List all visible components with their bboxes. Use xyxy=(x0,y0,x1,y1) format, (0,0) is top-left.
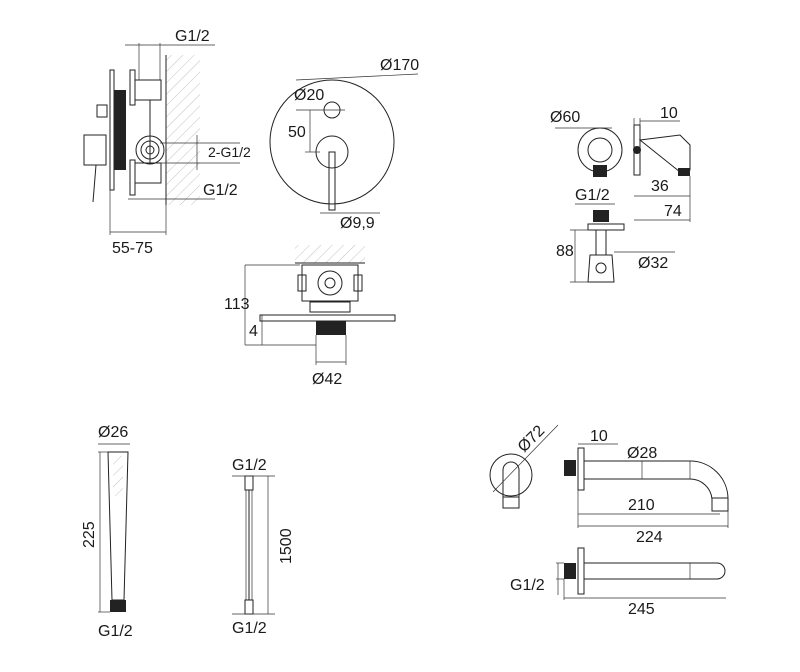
label-outlet-diameter: Ø60 xyxy=(550,109,580,126)
label-straight-length: 245 xyxy=(628,601,655,618)
label-sleeve-diameter: Ø42 xyxy=(312,371,342,388)
label-wall-depth: 55-75 xyxy=(112,240,153,257)
label-shower-length: 225 xyxy=(81,521,98,548)
wall-hatch xyxy=(166,55,200,205)
outlet-circle xyxy=(135,135,165,165)
label-holder-diameter: Ø32 xyxy=(638,255,668,272)
hand-shower: Ø26 225 G1/2 xyxy=(81,424,133,640)
label-top-connection: G1/2 xyxy=(175,28,210,45)
mixer-front-view: Ø170 Ø20 50 Ø9,9 xyxy=(269,57,419,232)
thread-block xyxy=(114,90,126,170)
label-pipe-diameter: Ø28 xyxy=(627,445,657,462)
label-outlet-connections: 2-G1/2 xyxy=(208,144,251,160)
label-plate-diameter: Ø170 xyxy=(380,57,419,74)
label-shower-connection: G1/2 xyxy=(98,623,133,640)
label-knob-offset: 50 xyxy=(288,124,306,141)
spout-rosette xyxy=(489,453,533,497)
sleeve-thread xyxy=(316,321,346,335)
holder-side xyxy=(638,134,691,173)
label-hose-length: 1500 xyxy=(278,528,295,564)
label-total-length: 224 xyxy=(636,529,663,546)
label-plate-thickness: 4 xyxy=(249,323,258,340)
label-hose-bottom-connection: G1/2 xyxy=(232,620,267,637)
straight-spout xyxy=(584,562,726,580)
label-inner-length: 210 xyxy=(628,497,655,514)
label-rosette-diameter: Ø72 xyxy=(515,422,548,455)
label-rosette-thickness: 10 xyxy=(590,428,608,445)
label-straight-connection: G1/2 xyxy=(510,577,545,594)
mixer-top-view: 113 4 Ø42 xyxy=(224,245,396,388)
label-bottom-connection: G1/2 xyxy=(203,182,238,199)
label-shower-diameter: Ø26 xyxy=(98,424,128,441)
hose: G1/2 1500 G1/2 xyxy=(232,457,295,637)
cover-plate xyxy=(269,79,395,205)
label-plate-thickness-10: 10 xyxy=(660,105,678,122)
label-holder-depth: 74 xyxy=(664,203,682,220)
label-lever-diameter: Ø9,9 xyxy=(340,215,375,232)
spray-holes xyxy=(113,456,123,496)
wall-outlet-holder: Ø60 10 36 74 G1/2 88 Ø32 xyxy=(550,105,691,283)
label-height: 113 xyxy=(224,296,250,313)
plate-edge xyxy=(259,314,396,322)
label-holder-height: 88 xyxy=(556,243,574,260)
label-holder-connection: G1/2 xyxy=(575,187,610,204)
holder-front xyxy=(587,254,615,283)
label-outlet-depth: 36 xyxy=(651,178,669,195)
label-knob-diameter: Ø20 xyxy=(294,87,324,104)
label-hose-top-connection: G1/2 xyxy=(232,457,267,474)
lever-handle xyxy=(83,134,107,166)
lever xyxy=(328,151,336,211)
mixer-side-view: G1/2 2-G1/2 G1/2 55-75 xyxy=(83,28,251,257)
spout: Ø72 10 Ø28 210 224 G1/2 245 xyxy=(489,422,729,618)
